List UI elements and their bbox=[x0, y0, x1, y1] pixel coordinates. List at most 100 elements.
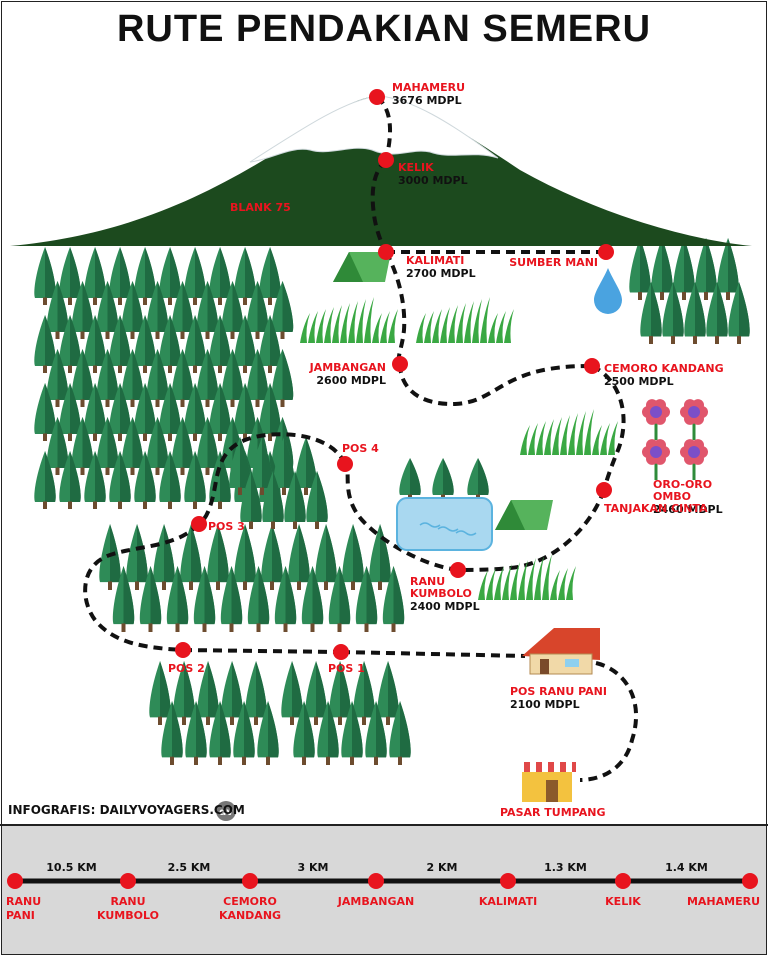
pine-shade bbox=[137, 524, 148, 583]
grass-blade bbox=[566, 566, 576, 600]
pine-tree-icon bbox=[161, 701, 183, 765]
flower-stem bbox=[654, 460, 658, 480]
elevation-label-kelik: 3000 MDPL bbox=[398, 174, 468, 187]
pine-shade bbox=[160, 661, 171, 718]
grass-blade bbox=[486, 568, 496, 600]
pine-tree-icon bbox=[59, 451, 81, 509]
waypoint-marker bbox=[191, 516, 207, 532]
pine-tree-icon bbox=[159, 247, 181, 305]
segment-distance-label: 3 KM bbox=[298, 861, 329, 874]
pine-tree-icon bbox=[134, 315, 156, 373]
pine-shade bbox=[232, 349, 244, 401]
pine-tree-icon bbox=[193, 566, 216, 632]
pine-trunk bbox=[193, 501, 197, 509]
grass-blade bbox=[592, 425, 602, 455]
pine-shade bbox=[57, 349, 69, 401]
pine-tree-icon bbox=[84, 383, 106, 441]
pine-tree-icon bbox=[185, 701, 207, 765]
pine-trunk bbox=[230, 331, 235, 339]
grass-blade bbox=[560, 415, 570, 455]
pine-trunk bbox=[268, 365, 272, 373]
place-label-tanjakan: TANJAKAN CINTA bbox=[604, 502, 708, 515]
place-label-jambangan: JAMBANGAN bbox=[309, 361, 386, 374]
pine-tree-icon bbox=[281, 661, 303, 725]
pine-tree-icon bbox=[273, 437, 295, 495]
pine-trunk bbox=[362, 716, 366, 725]
pine-shade bbox=[220, 315, 231, 367]
pine-trunk bbox=[43, 433, 47, 441]
house-icon bbox=[522, 628, 600, 675]
grass-icon bbox=[300, 297, 398, 343]
grass-blade bbox=[324, 307, 334, 343]
pine-shade bbox=[218, 524, 229, 583]
pine-tree-icon bbox=[121, 417, 144, 475]
pine-shade bbox=[204, 566, 216, 625]
pine-trunk bbox=[93, 501, 97, 509]
pine-trunk bbox=[68, 501, 72, 509]
grass-blade bbox=[300, 313, 310, 343]
pine-shade bbox=[245, 247, 256, 299]
pine-tree-icon bbox=[121, 281, 144, 339]
pine-tree-icon bbox=[259, 315, 281, 373]
pine-trunk bbox=[80, 331, 85, 339]
pine-shade bbox=[170, 247, 181, 299]
pine-tree-icon bbox=[342, 524, 364, 590]
pine-trunk bbox=[121, 623, 126, 632]
route-segment bbox=[370, 158, 388, 253]
lake-water bbox=[396, 497, 493, 551]
pine-shade bbox=[245, 383, 256, 435]
marker-layer bbox=[175, 89, 614, 660]
pine-shade bbox=[232, 281, 244, 333]
pine-shade bbox=[157, 417, 169, 469]
grass-blade bbox=[416, 313, 426, 343]
pine-tree-icon bbox=[221, 661, 243, 725]
pine-tree-icon bbox=[159, 383, 181, 441]
snow-cap-icon bbox=[249, 95, 499, 163]
pine-tree-icon bbox=[59, 315, 81, 373]
grass-blade bbox=[464, 301, 474, 343]
distance-panel bbox=[2, 826, 766, 954]
flower-center bbox=[688, 446, 700, 458]
pine-tree-icon bbox=[295, 437, 317, 495]
pine-shade bbox=[270, 315, 281, 367]
pine-trunk bbox=[55, 399, 60, 407]
pine-trunk bbox=[351, 581, 355, 590]
pine-trunk bbox=[155, 331, 160, 339]
place-label-ranupani: POS RANU PANI bbox=[510, 685, 607, 698]
pine-tree-icon bbox=[246, 349, 269, 407]
pine-trunk bbox=[364, 623, 369, 632]
pine-tree-icon bbox=[247, 566, 270, 632]
pine-shade bbox=[717, 282, 728, 337]
mountain-layer bbox=[10, 95, 752, 246]
pine-shade bbox=[191, 524, 202, 583]
pine-shade bbox=[132, 417, 144, 469]
distance-stop-label: CEMORO bbox=[223, 895, 277, 908]
grass-blade bbox=[448, 305, 458, 343]
pine-tree-icon bbox=[146, 349, 169, 407]
pine-trunk bbox=[93, 297, 97, 305]
pine-shade bbox=[273, 471, 284, 523]
grass-blade bbox=[372, 313, 382, 343]
pine-shade bbox=[95, 247, 106, 299]
waypoint-marker bbox=[392, 356, 408, 372]
pine-trunk bbox=[218, 501, 222, 509]
place-label-oro2: OMBO bbox=[653, 490, 691, 503]
pine-trunk bbox=[268, 433, 272, 441]
waypoint-marker bbox=[378, 244, 394, 260]
pine-tree-icon bbox=[134, 451, 156, 509]
pine-trunk bbox=[280, 331, 285, 339]
place-label-pos1: POS 1 bbox=[328, 662, 365, 675]
pine-tree-icon bbox=[233, 701, 255, 765]
pine-shade bbox=[673, 282, 684, 337]
pine-tree-icon bbox=[109, 451, 131, 509]
distance-stop-marker bbox=[242, 873, 258, 889]
distance-stop-label: KANDANG bbox=[219, 909, 281, 922]
pine-shade bbox=[157, 281, 169, 333]
pine-tree-icon bbox=[139, 566, 162, 632]
pine-shade bbox=[380, 524, 391, 583]
place-label-kelik: KELIK bbox=[398, 161, 434, 174]
pine-shade bbox=[353, 524, 364, 583]
route-segment bbox=[182, 648, 342, 654]
pine-trunk bbox=[202, 623, 207, 632]
pine-shade bbox=[208, 661, 219, 718]
